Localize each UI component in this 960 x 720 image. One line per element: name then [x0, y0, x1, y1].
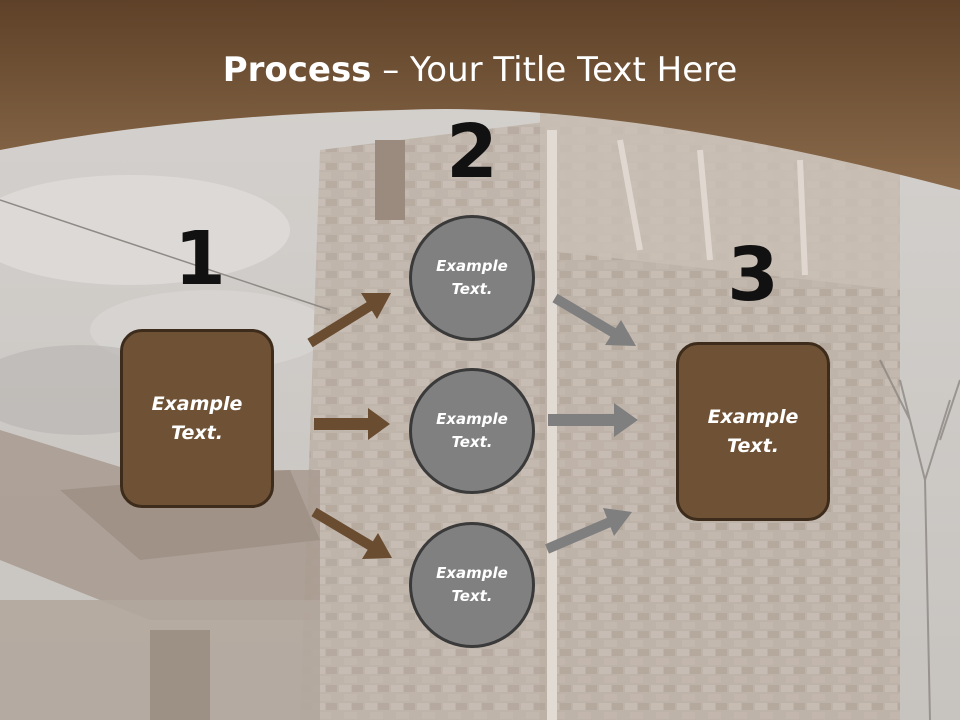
circle-middle: Example Text. — [409, 368, 535, 494]
arrow-1-to-top — [307, 293, 391, 348]
step-number-2: 2 — [446, 109, 498, 195]
title-rest: – Your Title Text Here — [371, 50, 738, 90]
step-1-label: Example Text. — [151, 393, 243, 444]
circle-bottom: Example Text. — [409, 522, 535, 648]
title-bold: Process — [222, 50, 372, 90]
slide-title: Process – Your Title Text Here — [0, 50, 960, 90]
step-3-label: Example Text. — [707, 406, 799, 457]
step-number-3: 3 — [727, 232, 779, 318]
arrow-1-to-middle — [314, 408, 390, 440]
arrow-bottom-to-3 — [545, 508, 632, 554]
arrow-1-to-bottom — [311, 507, 392, 559]
step-1-box: Example Text. — [120, 329, 274, 508]
circle-middle-label: Example Text. — [436, 409, 508, 451]
arrow-middle-to-3 — [548, 403, 638, 437]
step-3-box: Example Text. — [676, 342, 830, 521]
circle-top-label: Example Text. — [436, 256, 508, 298]
circle-top: Example Text. — [409, 215, 535, 341]
circle-bottom-label: Example Text. — [436, 563, 508, 605]
step-number-1: 1 — [174, 216, 226, 302]
arrow-top-to-3 — [552, 293, 636, 346]
